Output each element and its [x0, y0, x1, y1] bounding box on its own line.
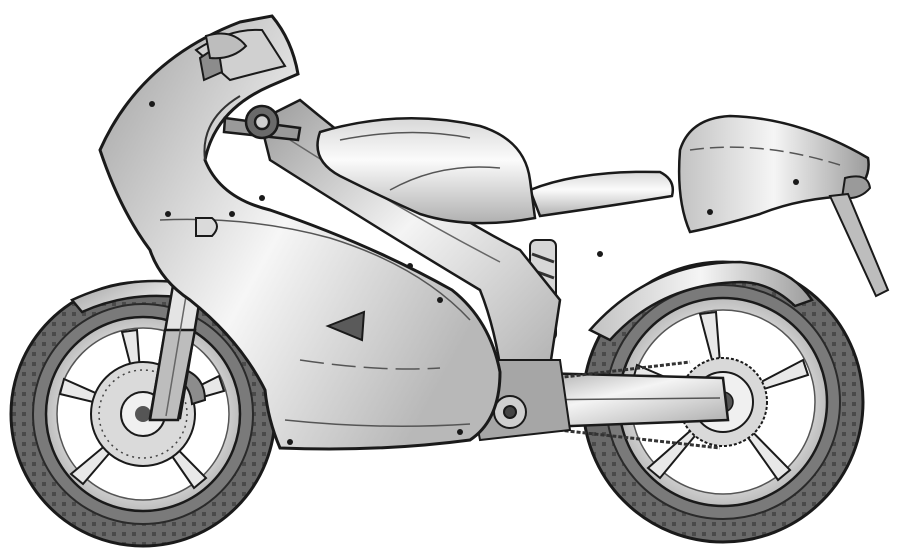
- side-indicator: [195, 217, 218, 237]
- license-plate-holder: [828, 192, 890, 298]
- fasteners: [149, 101, 799, 445]
- handlebars: [222, 104, 302, 142]
- fairing-vent: [325, 310, 366, 342]
- fuel-tank: [316, 117, 537, 225]
- seat: [528, 170, 674, 218]
- mirror: [198, 32, 248, 82]
- main-fairing: [98, 14, 502, 451]
- front-wheel: [9, 280, 277, 548]
- rear-hugger: [587, 260, 814, 342]
